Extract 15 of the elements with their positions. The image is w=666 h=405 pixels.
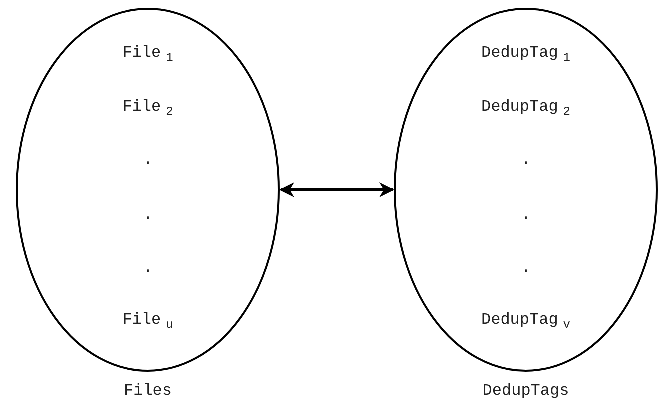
item-label: . <box>520 150 532 170</box>
item-label: DedupTag$_{1}$ <box>480 43 572 67</box>
set-caption: DedupTags <box>482 382 570 400</box>
item-label: . <box>142 258 154 278</box>
item-label: . <box>520 205 532 225</box>
item-label: File$_{1}$ <box>122 43 174 67</box>
item-label: File$_{2}$ <box>122 97 174 121</box>
item-label: . <box>142 205 154 225</box>
item-label: File$_{u}$ <box>122 310 174 334</box>
item-label: . <box>520 258 532 278</box>
set-caption: Files <box>122 382 173 400</box>
item-label: DedupTag$_{2}$ <box>480 97 572 121</box>
double-arrow <box>280 182 394 198</box>
item-label: . <box>142 150 154 170</box>
item-label: DedupTag$_{v}$ <box>480 310 572 334</box>
